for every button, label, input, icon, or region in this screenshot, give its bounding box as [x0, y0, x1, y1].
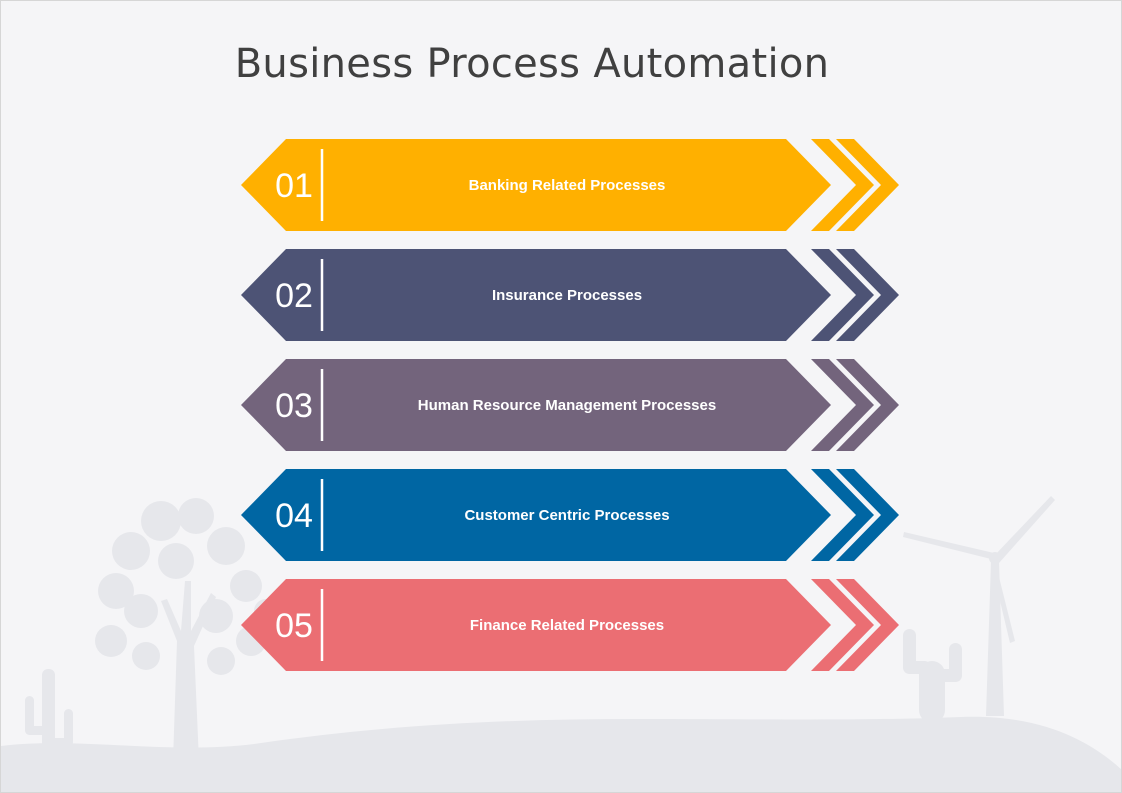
chevron-stripe-2	[836, 139, 899, 231]
step-arrow-body	[241, 249, 831, 341]
chevron-stripe-2	[836, 249, 899, 341]
step-number: 05	[275, 607, 313, 645]
page-title: Business Process Automation	[234, 41, 830, 87]
step-number: 04	[275, 497, 313, 535]
step-number: 02	[275, 277, 313, 315]
chevron-stripe-2	[836, 359, 899, 451]
process-step: 02 Insurance Processes	[241, 249, 899, 341]
chevron-stripe-1	[811, 139, 874, 231]
hill-icon	[1, 716, 1121, 792]
step-arrow-body	[241, 579, 831, 671]
chevron-stripe-1	[811, 579, 874, 671]
tree-icon	[95, 498, 278, 761]
process-step: 03 Human Resource Management Processes	[241, 359, 899, 451]
step-arrow-body	[241, 469, 831, 561]
process-step: 04 Customer Centric Processes	[241, 469, 899, 561]
chevron-stripe-1	[811, 469, 874, 561]
step-label: Banking Related Processes	[469, 177, 666, 194]
process-step: 01 Banking Related Processes	[241, 139, 899, 231]
step-number: 03	[275, 387, 313, 425]
chevron-stripe-1	[811, 359, 874, 451]
step-label: Human Resource Management Processes	[418, 397, 716, 414]
step-arrow-body	[241, 359, 831, 451]
step-label: Finance Related Processes	[470, 617, 664, 634]
chevron-stripe-2	[836, 579, 899, 671]
step-label: Insurance Processes	[492, 287, 642, 304]
process-step: 05 Finance Related Processes	[241, 579, 899, 671]
step-number: 01	[275, 167, 313, 205]
cactus-icon	[903, 629, 962, 723]
chevron-stripe-1	[811, 249, 874, 341]
wind-turbine-icon	[903, 496, 1055, 716]
cactus-icon	[25, 669, 73, 769]
step-arrow-body	[241, 139, 831, 231]
step-label: Customer Centric Processes	[464, 507, 669, 524]
chevron-stripe-2	[836, 469, 899, 561]
